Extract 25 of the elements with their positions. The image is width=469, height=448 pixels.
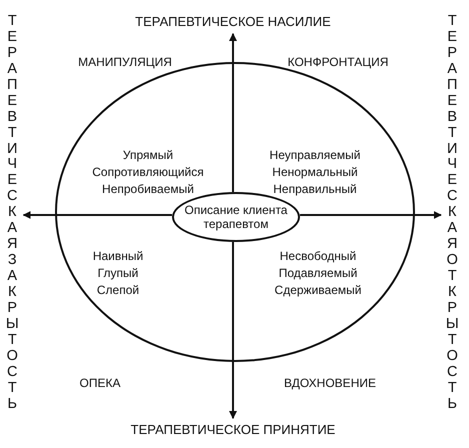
client-description: Глупый bbox=[98, 266, 138, 280]
client-description: Наивный bbox=[92, 248, 144, 264]
client-description: Непробиваемый bbox=[102, 182, 194, 196]
client-description: Ненормальный bbox=[272, 164, 358, 180]
client-description: Несвободный bbox=[280, 248, 356, 264]
client-description: Сдерживаемый bbox=[274, 282, 362, 298]
quadrant-label: ОПЕКА bbox=[80, 376, 120, 390]
client-description: Неуправляемый bbox=[270, 148, 360, 162]
axis-pole-label: ТЕРАПЕВТИЧЕСКАЯ ЗАКРЫТОСТЬ bbox=[5, 14, 20, 412]
quadrant-label: МАНИПУЛЯЦИЯ bbox=[78, 54, 172, 70]
client-description: Слепой bbox=[96, 282, 140, 298]
arrow bbox=[22, 211, 172, 219]
node-text: Описание клиента терапевтом bbox=[184, 202, 288, 232]
axis-pole-label: ТЕРАПЕВТИЧЕСКАЯ ОТКРЫТОСТЬ bbox=[445, 14, 460, 412]
quadrant-label: КОНФРОНТАЦИЯ bbox=[288, 54, 388, 70]
client-description: Неправильный bbox=[273, 182, 357, 196]
client-description: Подавляемый bbox=[278, 266, 358, 280]
arrow bbox=[229, 33, 237, 192]
arrow bbox=[300, 211, 442, 219]
axis-pole-label: ТЕРАПЕВТИЧЕСКОЕ НАСИЛИЕ bbox=[135, 14, 331, 30]
quadrant-label: ВДОХНОВЕНИЕ bbox=[284, 376, 376, 390]
client-description: Упрямый bbox=[122, 148, 174, 162]
axis-pole-label: ТЕРАПЕВТИЧЕСКОЕ ПРИНЯТИЕ bbox=[130, 422, 336, 438]
arrow bbox=[229, 242, 237, 419]
client-description: Сопротивляющийся bbox=[92, 164, 204, 180]
